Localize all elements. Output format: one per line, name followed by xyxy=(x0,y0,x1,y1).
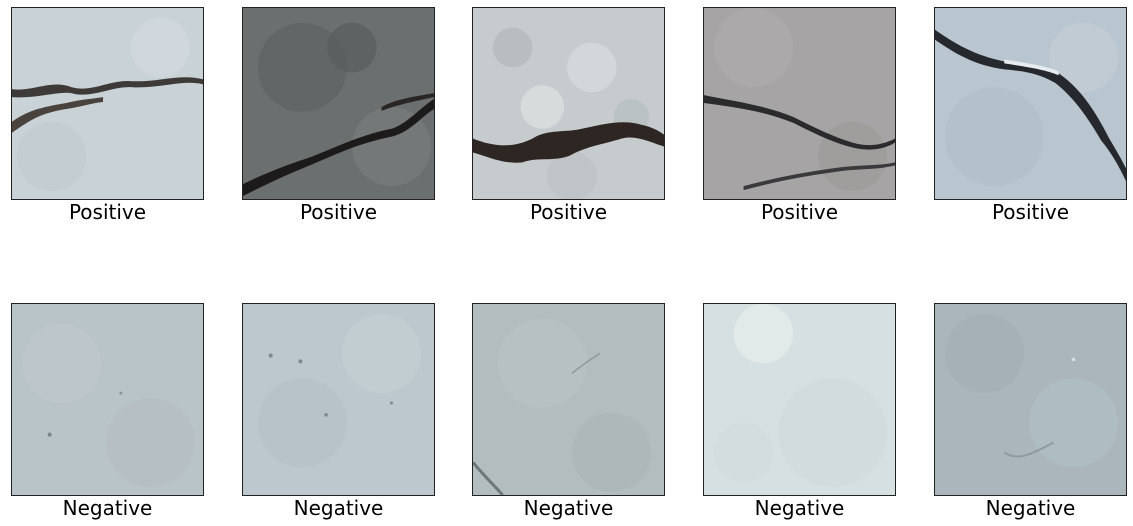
concrete-image-5 xyxy=(934,7,1127,200)
class-label-7: Negative xyxy=(293,496,384,520)
class-label-2: Positive xyxy=(299,200,378,224)
concrete-image-9 xyxy=(703,303,896,496)
class-label-10: Negative xyxy=(985,496,1076,520)
class-label-4: Positive xyxy=(760,200,839,224)
concrete-image-2 xyxy=(242,7,435,200)
concrete-image-3 xyxy=(472,7,665,200)
class-label-1: Positive xyxy=(68,200,147,224)
class-label-3: Positive xyxy=(529,200,608,224)
class-label-5: Positive xyxy=(991,200,1070,224)
class-label-8: Negative xyxy=(523,496,614,520)
concrete-image-10 xyxy=(934,303,1127,496)
concrete-image-1 xyxy=(11,7,204,200)
concrete-image-6 xyxy=(11,303,204,496)
concrete-image-7 xyxy=(242,303,435,496)
class-label-6: Negative xyxy=(62,496,153,520)
class-label-9: Negative xyxy=(754,496,845,520)
concrete-image-4 xyxy=(703,7,896,200)
concrete-image-8 xyxy=(472,303,665,496)
